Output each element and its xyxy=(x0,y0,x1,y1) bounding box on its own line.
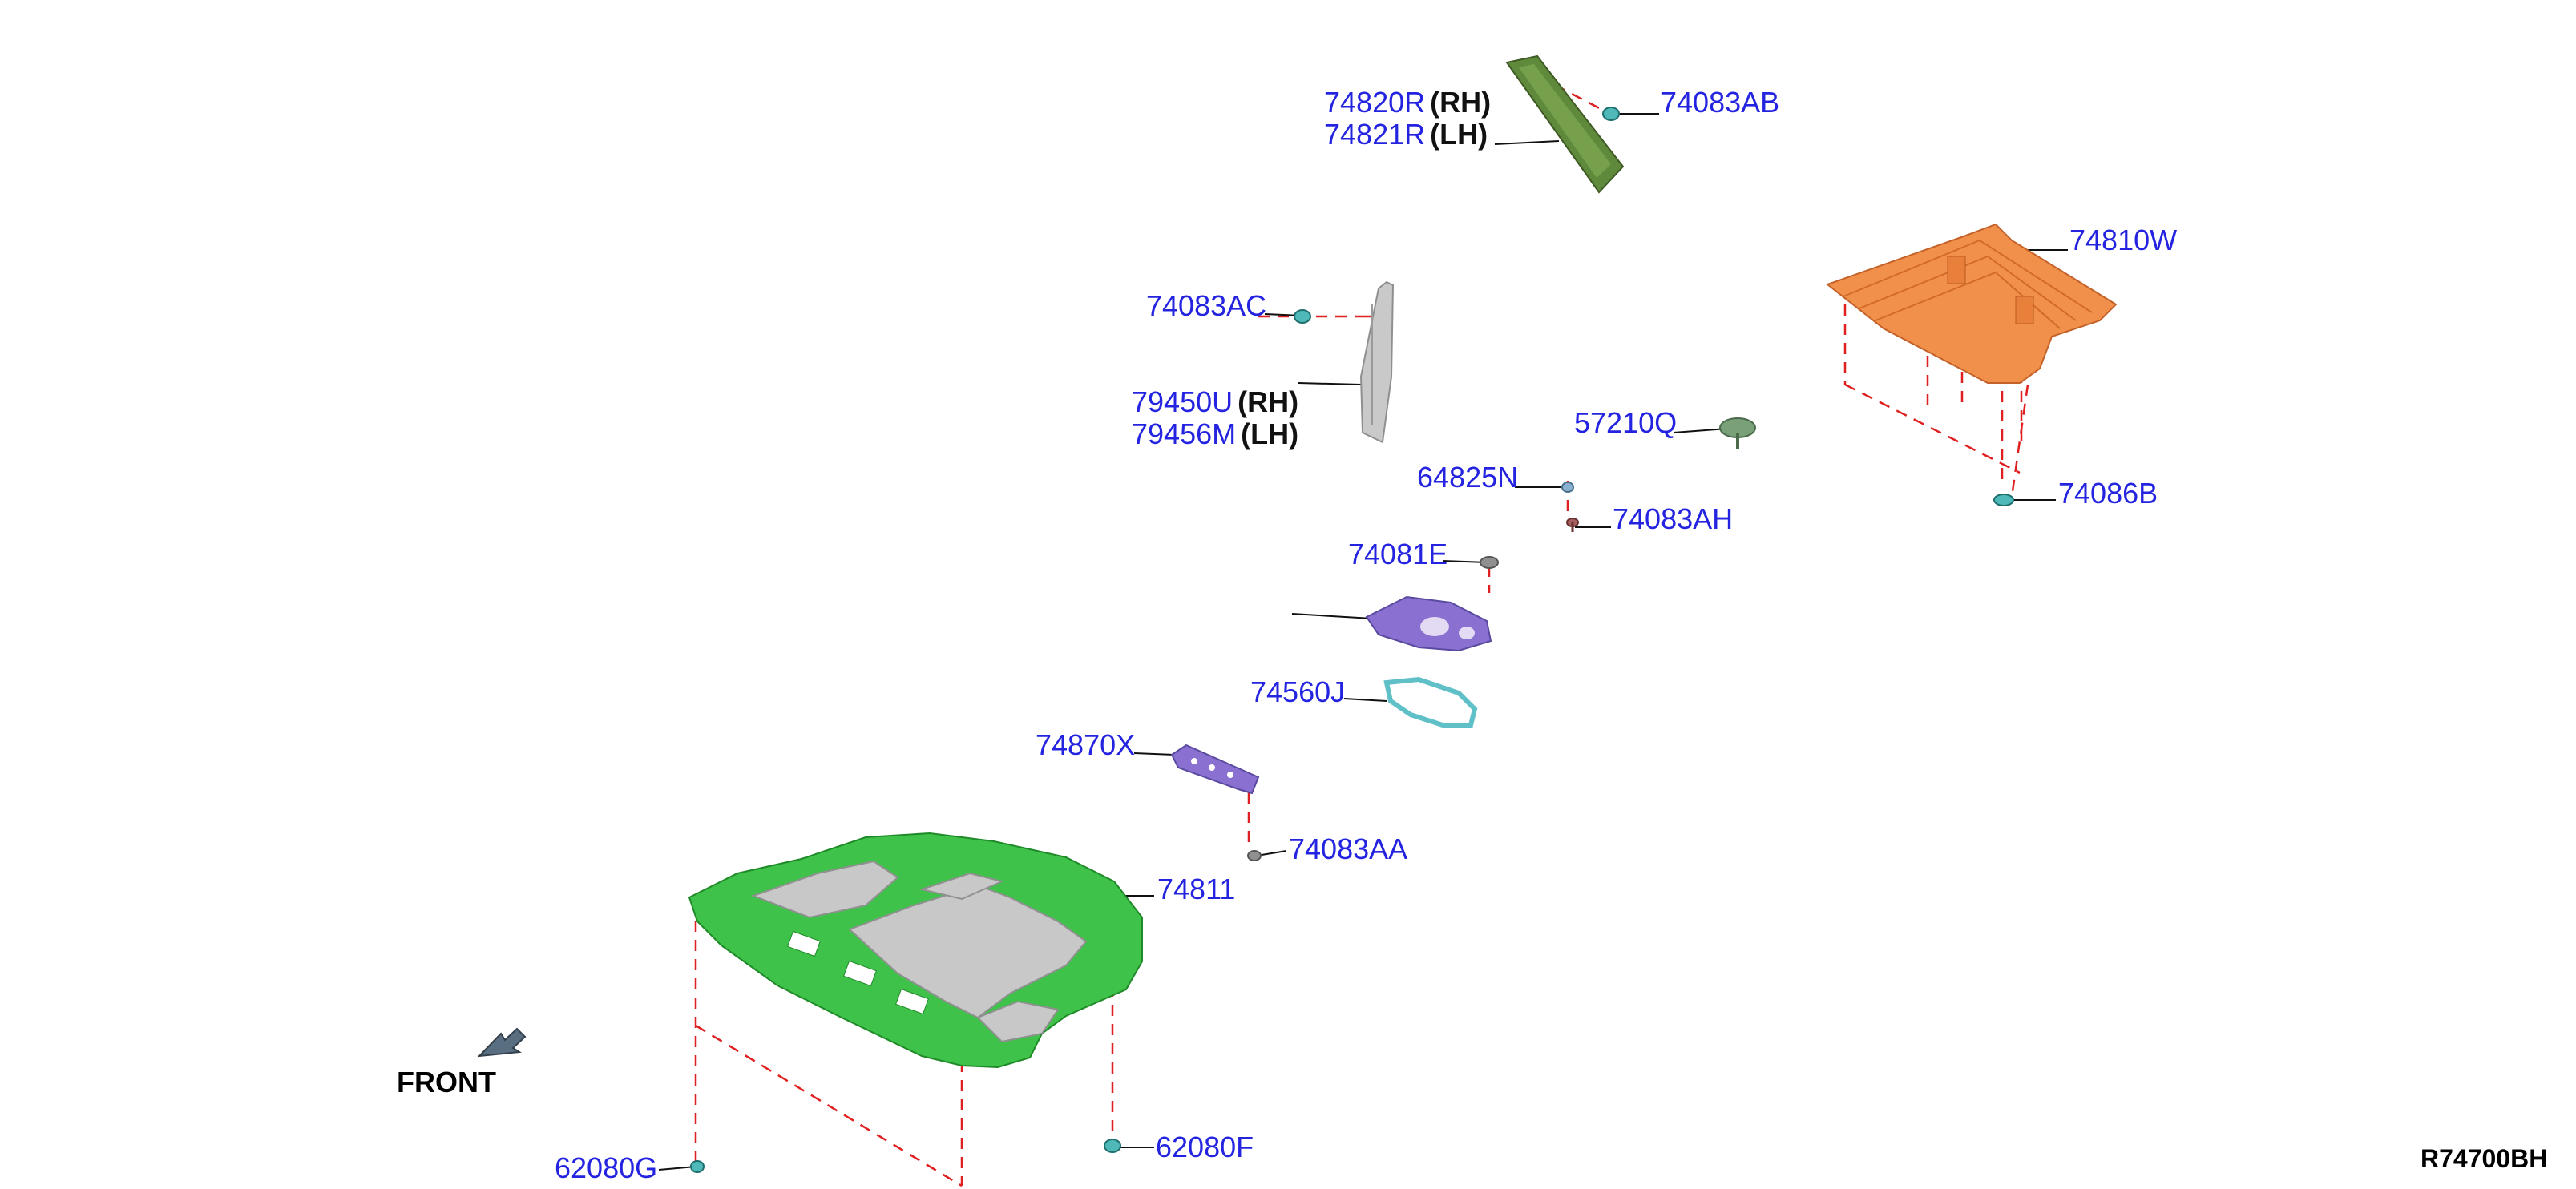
bolt-74083ah-part xyxy=(1566,518,1579,532)
label-74083aa: 74083AA xyxy=(1289,832,1408,865)
label-74083ac: 74083AC xyxy=(1146,289,1267,322)
label-79456m: 79456M(LH) xyxy=(1132,418,1298,450)
side-indicator: (LH) xyxy=(1241,417,1299,450)
label-79450u: 79450U(RH) xyxy=(1132,386,1298,418)
bolt-74081e-part xyxy=(1480,556,1499,569)
label-74083ab: 74083AB xyxy=(1661,86,1780,119)
bracket-74820r-part xyxy=(1505,54,1625,194)
bracket-79450u-part xyxy=(1359,280,1395,444)
label-62080g: 62080G xyxy=(555,1151,658,1184)
bracket-74870x-part xyxy=(1170,744,1260,795)
label-74810w: 74810W xyxy=(2069,224,2178,256)
clip-74086b-part xyxy=(1993,494,2014,506)
bolt-74083aa-part xyxy=(1247,850,1262,861)
label-74820r: 74820R(RH) xyxy=(1324,87,1491,119)
front-label: FRONT xyxy=(397,1066,496,1098)
front-arrow-icon xyxy=(477,1027,527,1058)
under-cover-74811-part xyxy=(688,832,1143,1069)
clip-74083ac-part xyxy=(1294,309,1311,324)
side-indicator: (RH) xyxy=(1238,385,1299,418)
clip-62080f-part xyxy=(1104,1139,1121,1153)
label-74811: 74811 xyxy=(1157,873,1236,905)
part-number: 79450U xyxy=(1132,385,1233,418)
label-74083ah: 74083AH xyxy=(1613,502,1734,535)
label-74560j: 74560J xyxy=(1250,675,1346,708)
label-57210q: 57210Q xyxy=(1574,406,1678,439)
label-74870x: 74870X xyxy=(1036,728,1136,761)
rear-cover-74810w-part xyxy=(1825,223,2118,384)
side-indicator: (LH) xyxy=(1430,118,1488,151)
label-62080f: 62080F xyxy=(1156,1131,1254,1163)
side-indicator: (RH) xyxy=(1430,86,1492,119)
label-74821r: 74821R(LH) xyxy=(1324,119,1488,151)
label-64825n: 64825N xyxy=(1417,461,1519,494)
part-number: 74821R xyxy=(1324,118,1426,151)
part-number: 79456M xyxy=(1132,417,1237,450)
clip-64825n-part xyxy=(1561,482,1574,493)
label-74086b: 74086B xyxy=(2058,477,2158,510)
fastener-57210q-part xyxy=(1719,417,1756,449)
diagram-code: R74700BH xyxy=(2421,1144,2548,1173)
shield-purple-part xyxy=(1365,595,1492,652)
label-74081e: 74081E xyxy=(1348,538,1448,570)
part-number: 74820R xyxy=(1324,86,1426,119)
clip-62080g-part xyxy=(690,1160,705,1173)
seal-74560j-part xyxy=(1383,676,1478,728)
clip-74083ab-part xyxy=(1602,107,1620,121)
